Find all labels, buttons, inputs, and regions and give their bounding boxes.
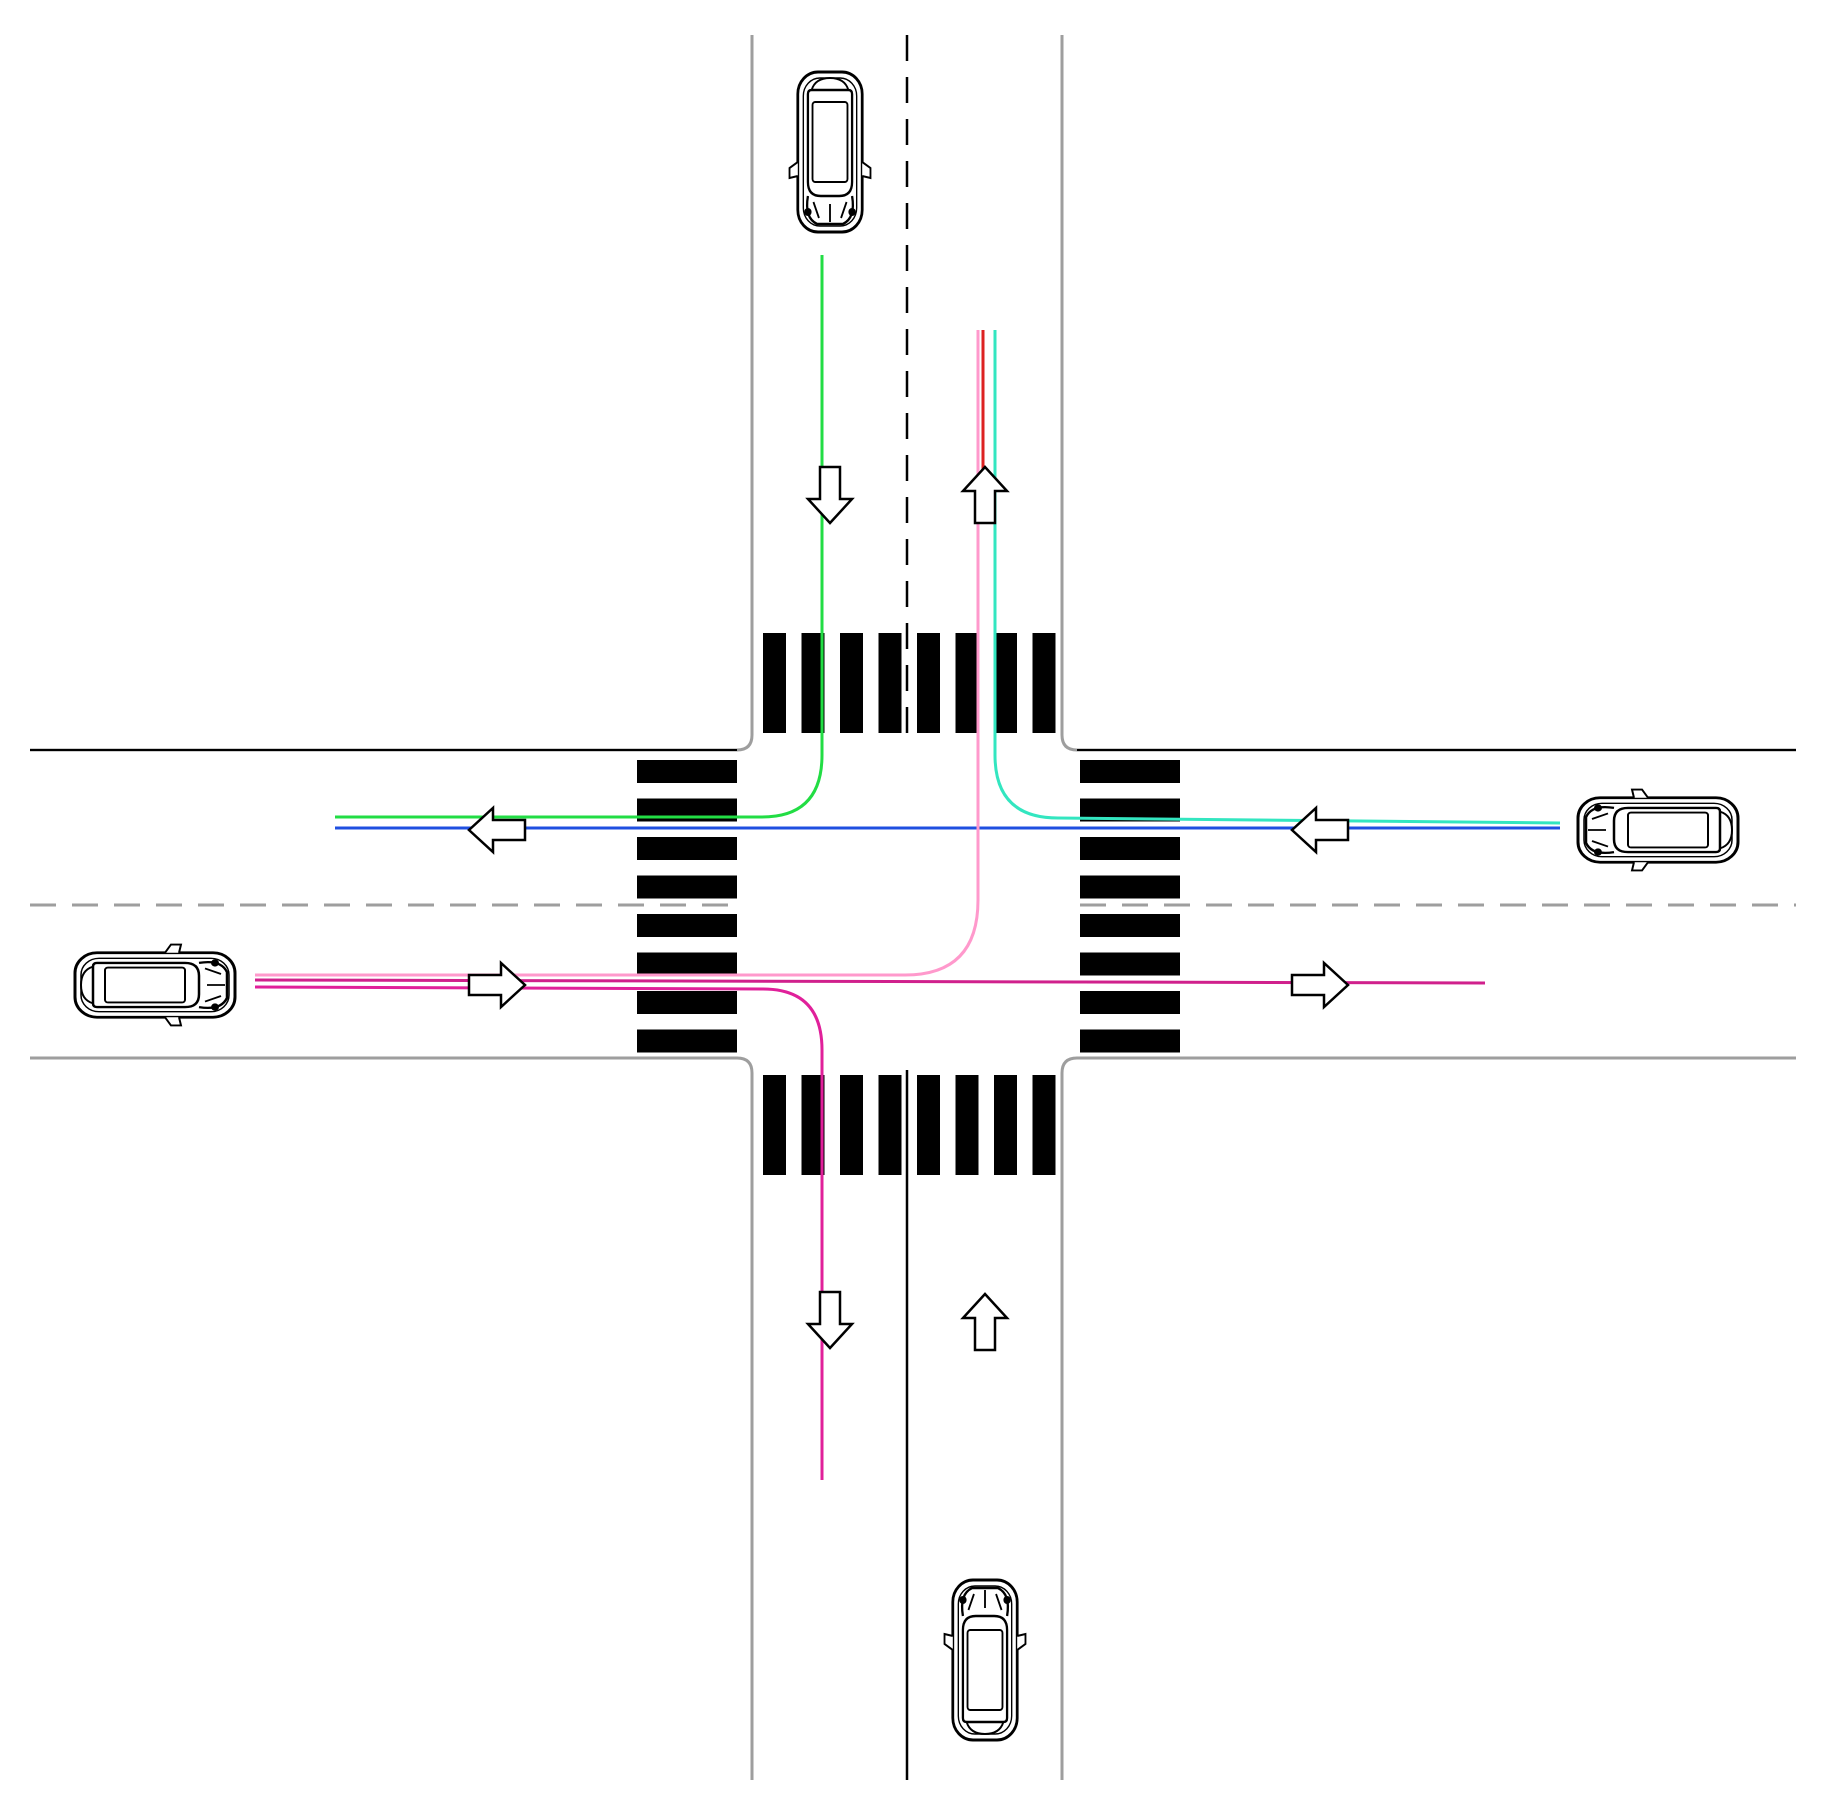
trajectory-south-to-west: [335, 255, 824, 819]
car-north: [788, 70, 872, 234]
crosswalk-north-stripe: [801, 633, 825, 733]
arrow-north-northbound: [961, 465, 1009, 525]
car-west: [73, 943, 237, 1027]
trajectory-west-to-north: [255, 330, 980, 977]
crosswalk-south-stripe: [917, 1075, 940, 1175]
crosswalk-west-stripe: [637, 952, 737, 976]
crosswalk-south-stripe: [1032, 1075, 1056, 1175]
arrow-south-southbound: [806, 1290, 854, 1350]
trajectories: [254, 255, 1561, 1480]
crosswalk-south-stripe: [955, 1075, 979, 1175]
center-lines: [30, 35, 1796, 1780]
trajectory-east-to-north: [993, 330, 1561, 825]
crosswalk-east-stripe: [1080, 760, 1180, 783]
trajectory-west-to-south: [254, 985, 824, 1480]
car-south: [943, 1578, 1027, 1742]
crosswalk-west-stripe: [637, 875, 737, 899]
crosswalk-east-stripe: [1080, 837, 1180, 860]
crosswalk-east-stripe: [1080, 991, 1180, 1014]
crosswalk-north-stripe: [878, 633, 902, 733]
crosswalk-east-stripe: [1080, 798, 1180, 822]
arrow-west-westbound: [467, 806, 527, 854]
crosswalk-west-stripe: [637, 914, 737, 937]
crosswalk-east-stripe: [1080, 875, 1180, 899]
arrow-east-eastbound: [1290, 961, 1350, 1009]
lane-arrows: [467, 465, 1350, 1352]
arrow-south-northbound: [961, 1292, 1009, 1352]
trajectory-west-straight: [254, 978, 1486, 985]
arrow-north-southbound: [806, 465, 854, 525]
north-road-left-edge: [30, 35, 754, 752]
crosswalk-west-stripe: [637, 760, 737, 783]
crosswalk-south-stripe: [994, 1075, 1017, 1175]
crosswalk-west-stripe: [637, 1029, 737, 1053]
crosswalk-north-stripe: [917, 633, 940, 733]
crosswalk-south-stripe: [763, 1075, 786, 1175]
south-road-right-edge: [1060, 1056, 1796, 1780]
crosswalk-south-stripe: [878, 1075, 902, 1175]
crosswalk-north-stripe: [1032, 633, 1056, 733]
crosswalk-north-stripe: [840, 633, 863, 733]
crosswalk-south-stripe: [840, 1075, 863, 1175]
crosswalk-north-stripe: [994, 633, 1017, 733]
crosswalk-west-stripe: [637, 837, 737, 860]
crosswalk-east-stripe: [1080, 914, 1180, 937]
crosswalk-east-stripe: [1080, 1029, 1180, 1053]
crosswalk-west-stripe: [637, 991, 737, 1014]
car-east: [1576, 788, 1740, 872]
crosswalk-south-stripe: [801, 1075, 825, 1175]
arrow-west-eastbound: [467, 961, 527, 1009]
arrow-east-westbound: [1290, 806, 1350, 854]
crosswalk-north-stripe: [955, 633, 979, 733]
crosswalk-north-stripe: [763, 633, 786, 733]
road-edges: [30, 35, 1796, 1780]
crosswalks: [637, 633, 1180, 1175]
north-road-right-edge: [1060, 35, 1796, 752]
crosswalk-east-stripe: [1080, 952, 1180, 976]
south-road-left-edge: [30, 1056, 754, 1780]
